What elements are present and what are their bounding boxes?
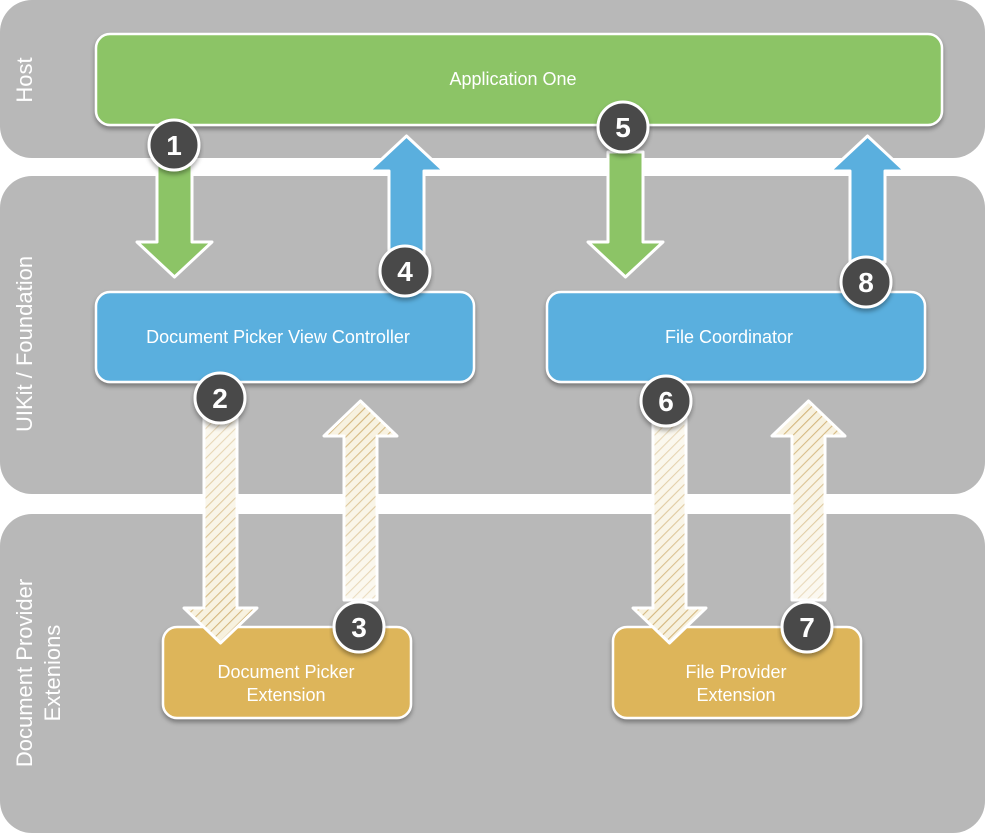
step-badge-3 bbox=[332, 600, 386, 654]
file-coordinator-label: File Coordinator bbox=[665, 327, 793, 347]
step-badge-5 bbox=[596, 100, 650, 154]
uikit-layer bbox=[0, 176, 985, 494]
arrow-5-down-icon bbox=[586, 150, 665, 279]
step-badge-6 bbox=[639, 374, 693, 428]
step-number-3: 3 bbox=[351, 612, 367, 643]
step-badge-1 bbox=[147, 118, 201, 172]
step-badge-8 bbox=[839, 255, 893, 309]
arrow-3-up-icon bbox=[322, 399, 399, 602]
step-number-1: 1 bbox=[166, 130, 182, 161]
step-number-4: 4 bbox=[397, 256, 413, 287]
arrow-6-down-icon bbox=[631, 408, 708, 645]
provider-layer-label-line2: Extenions bbox=[40, 625, 65, 722]
step-badge-7 bbox=[780, 600, 834, 654]
document-picker-view-controller-label: Document Picker View Controller bbox=[146, 327, 410, 347]
arrow-4-up-icon bbox=[367, 134, 446, 267]
host-layer-label: Host bbox=[12, 57, 37, 102]
arrow-1-down-icon bbox=[135, 160, 214, 279]
step-number-6: 6 bbox=[658, 386, 674, 417]
application-one-box bbox=[94, 32, 944, 127]
step-number-7: 7 bbox=[799, 612, 815, 643]
step-badge-4 bbox=[378, 244, 432, 298]
application-one-label: Application One bbox=[449, 69, 576, 89]
arrow-8-up-icon bbox=[828, 134, 907, 264]
step-number-2: 2 bbox=[212, 383, 228, 414]
provider-layer bbox=[0, 514, 985, 833]
step-number-5: 5 bbox=[615, 112, 631, 143]
file-provider-extension-label-line1: File Provider bbox=[685, 662, 786, 682]
document-picker-view-controller-box bbox=[94, 290, 476, 384]
uikit-layer-label: UIKit / Foundation bbox=[12, 256, 37, 432]
arrow-7-up-icon bbox=[770, 399, 847, 602]
document-picker-extension-label-line1: Document Picker bbox=[217, 662, 354, 682]
step-badge-2 bbox=[193, 371, 247, 425]
arrow-2-down-icon bbox=[182, 408, 259, 645]
step-number-8: 8 bbox=[858, 267, 874, 298]
document-picker-extension-label-line2: Extension bbox=[246, 685, 325, 705]
file-provider-extension-label-line2: Extension bbox=[696, 685, 775, 705]
provider-layer-label-line1: Document Provider bbox=[12, 579, 37, 767]
file-coordinator-box bbox=[545, 290, 927, 384]
